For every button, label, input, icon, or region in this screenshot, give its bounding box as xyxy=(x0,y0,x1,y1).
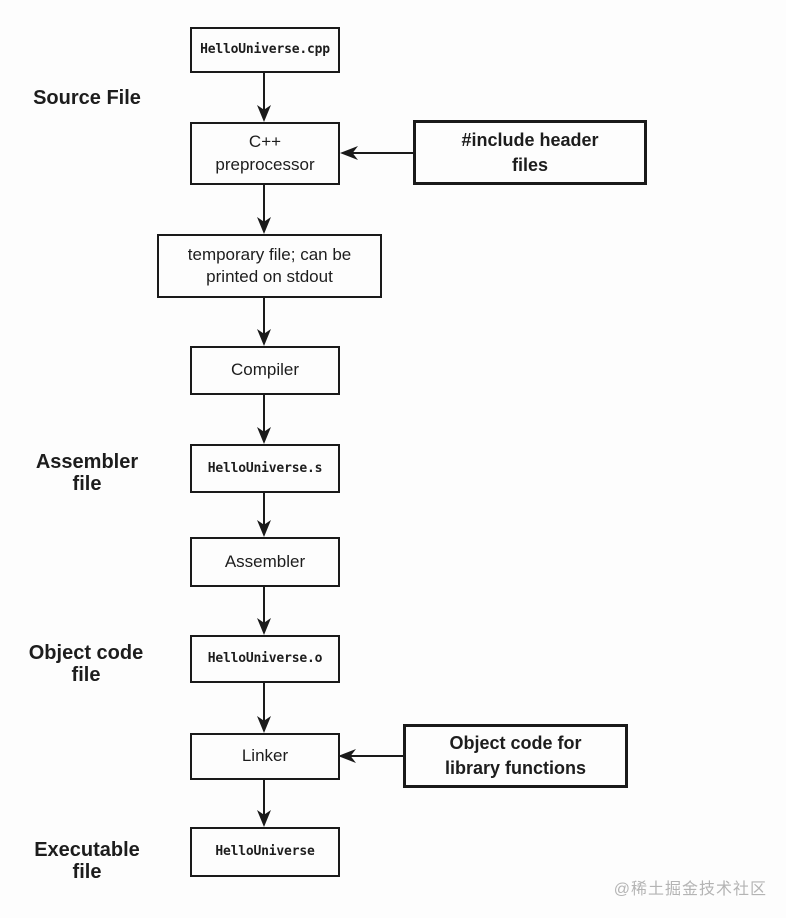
node-label: HelloUniverse.s xyxy=(207,460,323,476)
arrow-linker-to-executable xyxy=(257,780,271,827)
arrow-assembler-to-objectfile xyxy=(257,587,271,635)
side-label-text: Executable xyxy=(34,839,140,861)
node-label: Linker xyxy=(241,746,289,766)
side-label-text: Object code xyxy=(28,642,144,664)
arrow-objectfile-to-linker xyxy=(257,683,271,733)
arrow-shaft xyxy=(263,395,265,433)
side-label-assembler-file: Assembler file xyxy=(14,451,160,495)
arrow-shaft xyxy=(263,683,265,722)
side-label-object-code-file: Object code file xyxy=(10,642,162,686)
side-label-text: Assembler xyxy=(35,451,139,473)
arrow-shaft xyxy=(263,298,265,335)
node-label: Object code for xyxy=(449,733,582,754)
arrow-libraries-to-linker xyxy=(338,749,403,763)
arrow-compiler-to-assemblyfile xyxy=(257,395,271,444)
arrow-includes-to-preprocessor xyxy=(340,146,413,160)
arrow-shaft xyxy=(263,73,265,111)
arrow-preprocessor-to-tempfile xyxy=(257,185,271,234)
side-label-text: Source File xyxy=(33,87,141,109)
node-preprocessor: C++ preprocessor xyxy=(190,122,340,185)
arrow-assemblyfile-to-assembler xyxy=(257,493,271,537)
arrow-source-to-preprocessor xyxy=(257,73,271,122)
side-label-text: file xyxy=(71,664,101,686)
arrow-shaft xyxy=(263,493,265,526)
arrow-shaft xyxy=(349,755,403,757)
node-label: temporary file; can be xyxy=(187,244,352,264)
node-label: HelloUniverse xyxy=(215,844,315,860)
node-label: preprocessor xyxy=(215,154,315,174)
node-include-headers: #include header files xyxy=(413,120,647,185)
node-label: files xyxy=(511,154,549,175)
node-assembler: Assembler xyxy=(190,537,340,587)
side-label-source-file: Source File xyxy=(14,87,160,109)
node-label: Assembler xyxy=(224,551,306,571)
node-assembly-file: HelloUniverse.s xyxy=(190,444,340,493)
node-label: Compiler xyxy=(230,360,300,380)
node-label: HelloUniverse.o xyxy=(207,651,323,667)
node-executable-file: HelloUniverse xyxy=(190,827,340,877)
side-label-text: file xyxy=(72,861,102,883)
node-compiler: Compiler xyxy=(190,346,340,395)
node-linker: Linker xyxy=(190,733,340,780)
side-label-text: file xyxy=(72,473,102,495)
node-library-objects: Object code for library functions xyxy=(403,724,628,788)
arrow-shaft xyxy=(263,780,265,816)
node-label: printed on stdout xyxy=(206,267,333,286)
side-label-executable-file: Executable file xyxy=(14,839,160,883)
watermark-text: @稀土掘金技术社区 xyxy=(613,881,767,898)
node-temp-file: temporary file; can be printed on stdout xyxy=(157,234,382,298)
arrow-shaft xyxy=(263,185,265,223)
node-label: #include header xyxy=(461,129,599,150)
arrow-shaft xyxy=(351,152,413,154)
arrow-shaft xyxy=(263,587,265,624)
node-label: C++ xyxy=(248,132,282,152)
node-label: HelloUniverse.cpp xyxy=(200,42,330,58)
node-label: library functions xyxy=(444,758,587,778)
node-object-file: HelloUniverse.o xyxy=(190,635,340,683)
node-source-file: HelloUniverse.cpp xyxy=(190,27,340,73)
arrow-tempfile-to-compiler xyxy=(257,298,271,346)
